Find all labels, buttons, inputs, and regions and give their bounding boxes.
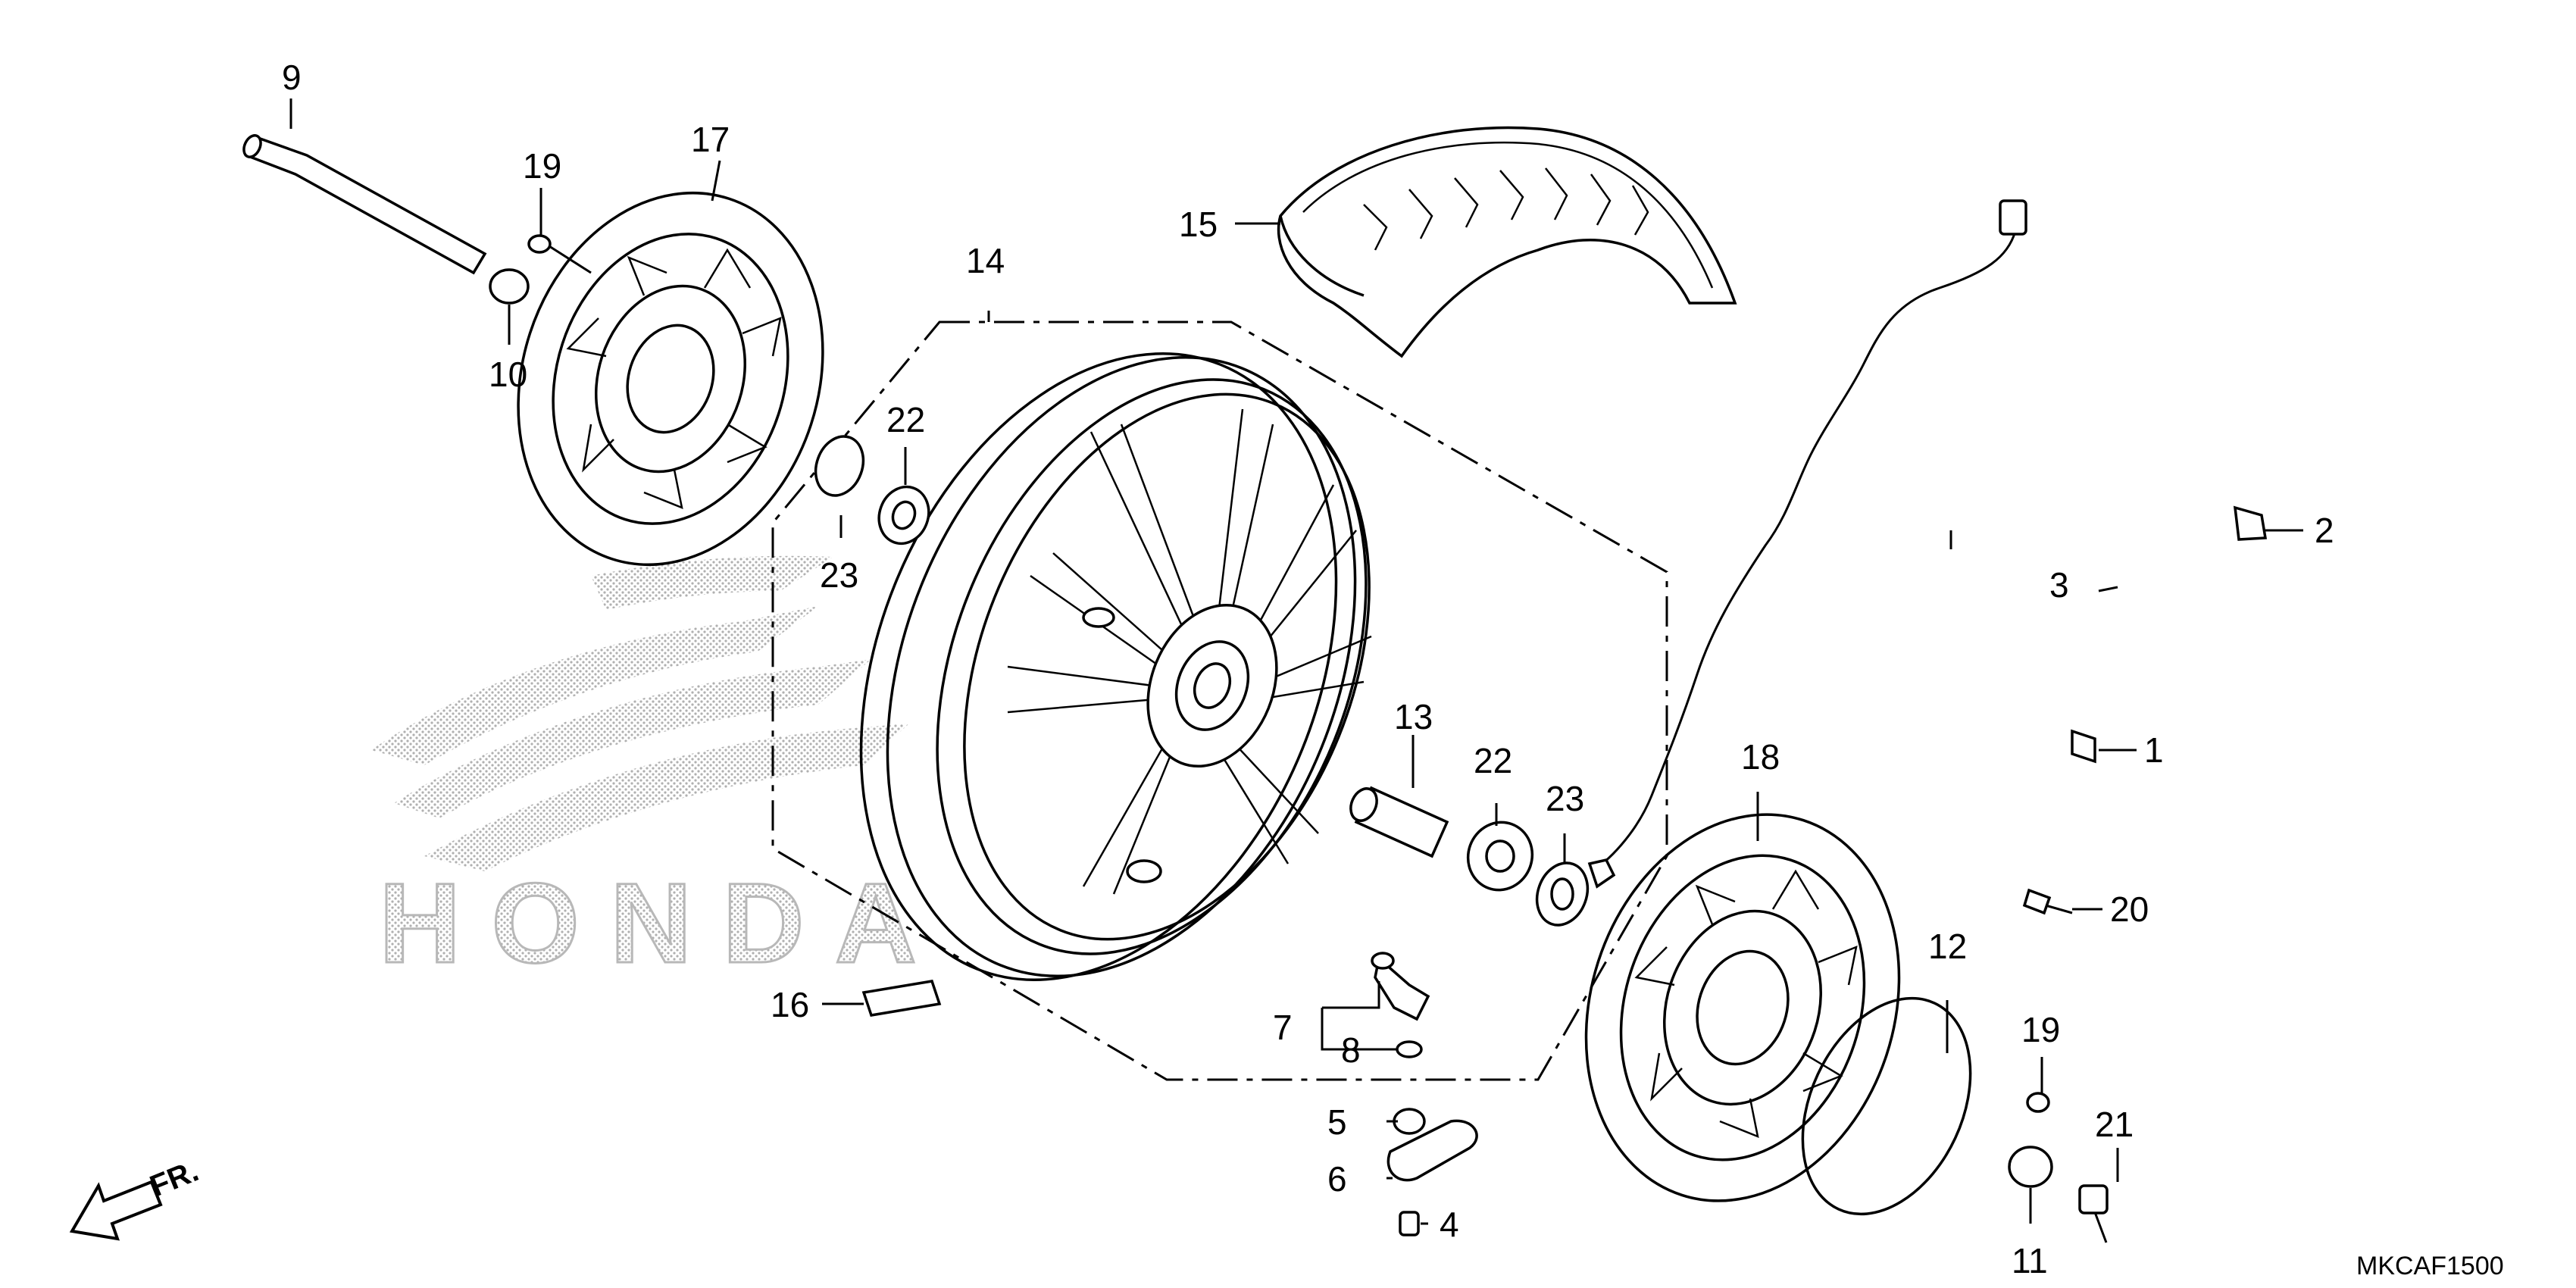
wheel-rim — [859, 352, 1372, 981]
valve-weight-6 — [1386, 1119, 1478, 1182]
o-ring-8 — [1396, 1040, 1423, 1058]
bearing-22-left — [877, 485, 930, 546]
callout-12: 12 — [1928, 927, 1967, 966]
oil-seal-23-right — [1535, 861, 1590, 927]
callout-23-left: 23 — [820, 555, 858, 595]
callout-19-right: 19 — [2021, 1010, 2060, 1049]
callout-4: 4 — [1440, 1205, 1459, 1244]
callout-13: 13 — [1394, 697, 1433, 736]
callout-23-right: 23 — [1546, 779, 1584, 818]
bolt-19-top — [527, 234, 592, 274]
brake-disc-left — [517, 191, 824, 567]
callout-1: 1 — [2144, 730, 2164, 770]
bearing-22-right — [1466, 821, 1534, 892]
callout-7: 7 — [1273, 1008, 1293, 1047]
callout-14: 14 — [966, 241, 1005, 280]
balance-weight — [861, 980, 942, 1017]
pulser-ring — [1801, 996, 1972, 1216]
callout-11: 11 — [2012, 1241, 2048, 1280]
bolt-20 — [2022, 888, 2073, 915]
bolt-21 — [2078, 1184, 2109, 1243]
wheel-speed-sensor-wire — [1587, 199, 2027, 889]
oil-seal-23-left — [814, 435, 865, 497]
distance-collar-13 — [1349, 786, 1449, 858]
clamp-2 — [2233, 505, 2268, 541]
honda-wing-logo — [371, 555, 909, 871]
callout-5: 5 — [1327, 1102, 1347, 1142]
tire — [1277, 126, 1737, 358]
valve-cap-4 — [1399, 1211, 1420, 1236]
callout-3: 3 — [2049, 565, 2069, 605]
grommet-1 — [2071, 729, 2096, 764]
callout-9: 9 — [282, 58, 302, 97]
callout-2: 2 — [2315, 511, 2334, 550]
collar-10 — [489, 268, 530, 305]
tire-valve — [1371, 952, 1430, 1021]
valve-nut-5 — [1393, 1108, 1426, 1135]
callout-22-right: 22 — [1474, 741, 1512, 780]
brake-disc-right — [1584, 813, 1901, 1202]
honda-watermark: HONDA — [371, 555, 947, 988]
front-direction-marker: FR. — [69, 1154, 203, 1241]
honda-watermark-text: HONDA — [379, 859, 947, 986]
callout-6: 6 — [1327, 1159, 1347, 1199]
diagram-code: MKCAF1500 — [2356, 1252, 2504, 1280]
callout-21: 21 — [2095, 1105, 2134, 1144]
front-arrow-icon — [69, 1180, 163, 1241]
callout-8: 8 — [1341, 1030, 1361, 1070]
callout-10: 10 — [489, 355, 527, 394]
callout-20: 20 — [2110, 889, 2149, 929]
callout-18: 18 — [1741, 737, 1780, 777]
assembly-group-outline — [771, 320, 1668, 1081]
front-axle — [242, 134, 487, 275]
bolt-19-right — [2026, 1092, 2050, 1113]
leader-lines — [289, 98, 2303, 1225]
collar-11 — [2008, 1146, 2053, 1188]
callout-16: 16 — [771, 985, 809, 1024]
callout-17: 17 — [691, 120, 730, 159]
callout-19-top: 19 — [523, 146, 561, 186]
callout-22-left: 22 — [886, 400, 925, 439]
callout-15: 15 — [1179, 205, 1218, 244]
